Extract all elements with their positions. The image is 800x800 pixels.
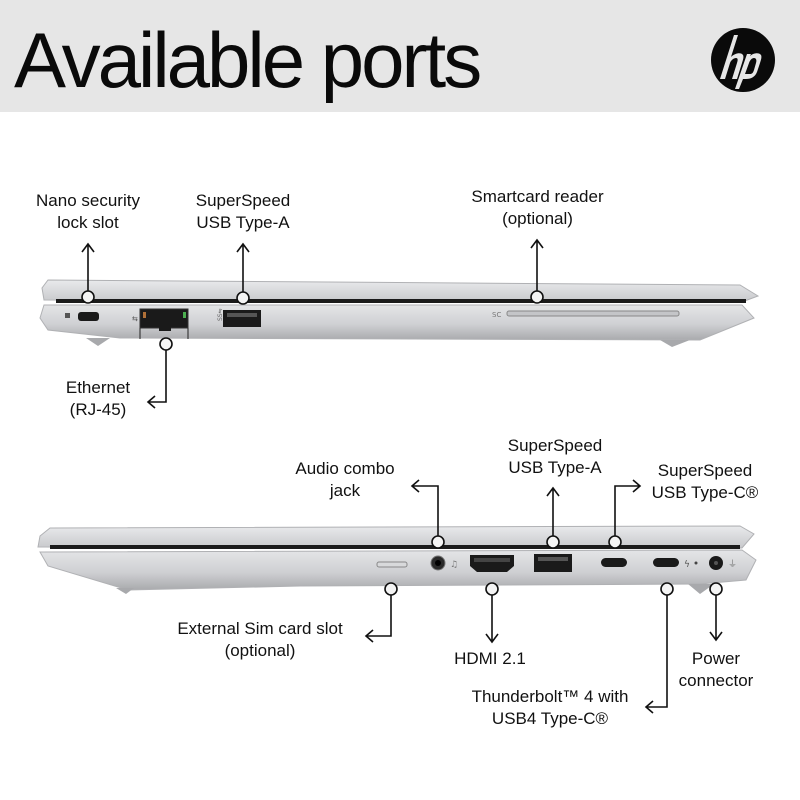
label-usb-c: SuperSpeed USB Type-C® <box>651 461 759 502</box>
laptop-right-side: ♫ ϟ ⏚ <box>37 525 757 594</box>
label-smartcard-reader: Smartcard reader (optional) <box>471 187 604 228</box>
hp-logo-icon <box>711 28 775 92</box>
power-plug-icon: ⏚ <box>728 559 737 570</box>
label-external-sim-slot: External Sim card slot (optional) <box>177 619 343 660</box>
label-usb-a-right: SuperSpeed USB Type-A <box>507 436 603 477</box>
headphone-icon: ♫ <box>450 560 458 570</box>
usb-a-port-left <box>223 310 261 327</box>
header-banner: Available ports <box>0 0 800 112</box>
label-ethernet: Ethernet (RJ-45) <box>65 378 131 419</box>
svg-text:SC: SC <box>492 311 501 319</box>
label-hdmi: HDMI 2.1 <box>454 649 526 668</box>
hdmi-port <box>470 555 514 572</box>
usb-a-port-right <box>534 554 572 572</box>
thunderbolt-port <box>653 558 679 567</box>
label-thunderbolt: Thunderbolt™ 4 with USB4 Type-C® <box>471 687 629 728</box>
lock-icon <box>65 313 70 318</box>
usb-c-port <box>601 558 627 567</box>
thunderbolt-icon: ϟ <box>684 560 690 570</box>
svg-text:⇆: ⇆ <box>132 315 138 323</box>
smartcard-slot <box>506 310 680 317</box>
label-usb-a-left: SuperSpeed USB Type-A <box>195 191 291 232</box>
page-title: Available ports <box>14 16 482 104</box>
label-nano-security-lock: Nano security lock slot <box>36 191 140 232</box>
sim-slot <box>376 561 408 568</box>
label-audio-combo-jack: Audio combo jack <box>295 459 395 500</box>
ethernet-port <box>139 308 189 329</box>
laptop-left-side: ⇆ SS⇋ SC <box>39 279 760 347</box>
nano-lock-slot <box>78 312 99 321</box>
label-power-connector: Power connector <box>678 649 754 690</box>
svg-text:SS⇋: SS⇋ <box>217 308 224 321</box>
